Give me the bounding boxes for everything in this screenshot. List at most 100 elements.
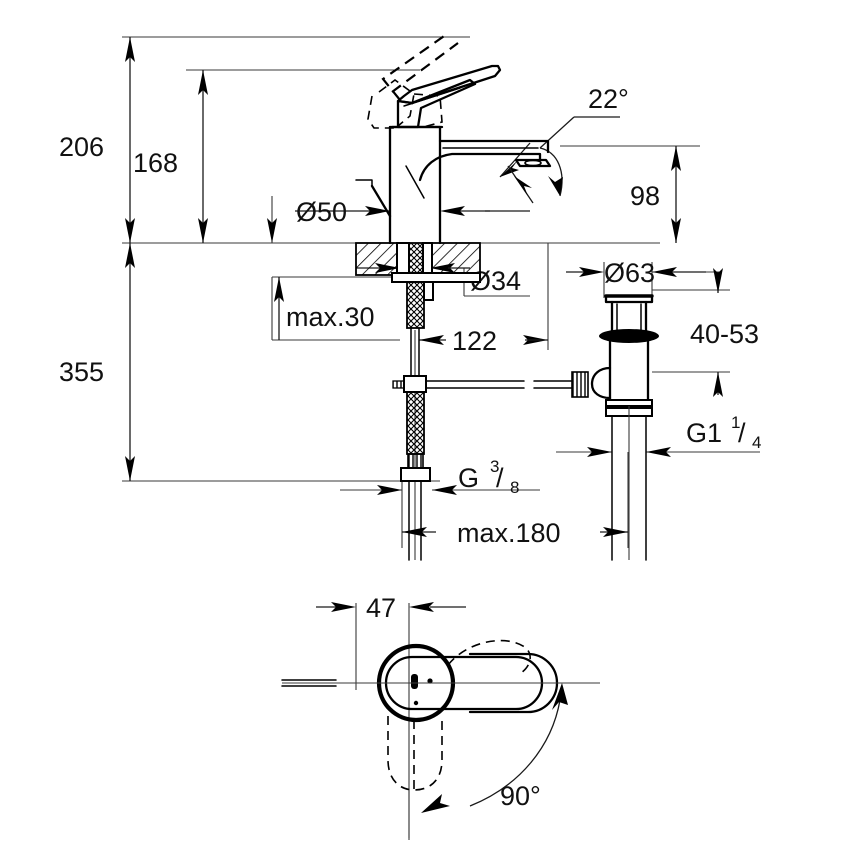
arrow-dia50-down [267,218,277,243]
thread-label-g114-main: G1 [686,418,722,448]
arrow-90-top [552,683,568,710]
arrow-g38-right [432,485,457,495]
shank-thread-lower [406,281,425,329]
shank-nut-tab [423,281,434,301]
dimension-max180: max.180 [402,518,628,548]
spout-outlet-leaders [499,142,534,204]
linkage-pivot-block [403,375,427,393]
spout-shadow-line [405,165,425,199]
dim-label-98: 98 [630,181,660,211]
arrow-max180-right [603,527,628,537]
spout-aerator-ring [524,159,542,167]
dim-label-206: 206 [59,132,104,162]
arrow-dia50-left [440,206,465,216]
arrow-98-top [671,146,681,171]
flexible-hose-upper [410,327,420,385]
waste-side-port [590,366,612,400]
dimension-47: 47 [316,593,466,838]
dimension-122: 122 [419,326,548,356]
dimension-98: 98 [630,146,681,243]
hose-ferrule [407,453,424,469]
arrow-168-top [198,70,208,95]
ghost-lever-blade-lower [391,42,459,93]
linkage-thumbscrew [571,371,589,398]
waste-flange-body [604,294,654,304]
plan-lever-inner [384,655,544,711]
arrow-dia50-right [365,206,390,216]
dim-label-355: 355 [59,357,104,387]
plan-view: 47 [281,593,600,840]
dimension-angle-90: 90° [421,683,568,813]
arc-90-degrees [469,699,561,807]
dim-label-dia50: Ø50 [296,197,347,227]
hose-coupling-nut [400,467,431,482]
ghost-lever-knuckle-right [413,93,443,129]
thread-label-g38-num: 3 [490,457,499,476]
arrow-47-right [409,602,434,612]
ghost-lever-blade-upper [381,33,448,101]
shank-thread-upper [408,242,424,274]
plan-lever-slot [411,674,418,689]
arrow-dia63-left [579,267,604,277]
waste-collar-top [605,399,653,407]
arrow-47-left [331,602,356,612]
dim-label-168: 168 [133,148,178,178]
spout-upper-profile [438,139,550,154]
dimension-dia50: Ø50 [267,197,530,243]
dim-label-90-degrees: 90° [500,781,541,811]
thread-label-g38-den: 8 [510,478,519,497]
shank-sleeve [396,242,410,274]
dimension-40-53: 40-53 [690,268,759,397]
arrow-206-top [125,37,135,62]
mounting-shank [391,242,481,329]
lift-rod-stem [370,184,392,218]
shank-washer [391,272,481,283]
ghost-handle-rotated-upper [447,639,531,676]
lever-handle-edge [403,87,461,107]
plan-lever-dot [427,678,433,684]
plan-handle [281,643,600,723]
arrow-outlet-b [514,176,532,196]
shank-sleeve-right [422,242,433,274]
arrow-4053-top [713,268,723,293]
dimension-dia63: Ø63 [566,258,706,288]
faucet-body [388,125,442,245]
thread-label-g38-main: G [458,463,479,493]
dim-label-47: 47 [366,593,396,623]
flexible-hose-lower [400,391,431,561]
faucet-spout [405,139,552,199]
dim-label-max180: max.180 [457,518,561,548]
arrow-dia63-right [652,267,677,277]
arrow-122-left [419,335,444,345]
arrow-22-degrees [548,176,563,196]
arrow-168-bottom [198,218,208,243]
dimension-angle-22: 22° [539,84,629,197]
dim-label-dia63: Ø63 [604,258,655,288]
lever-handle-raised-ghost [367,33,459,129]
counter-top-section [355,242,481,276]
arrow-4053-bottom [713,372,723,397]
thread-label-g114-den: 4 [752,433,761,452]
linkage-screw [392,380,405,389]
thread-label-g114: G1 1 / 4 [587,413,761,457]
thread-label-g38: G 3 / 8 [377,457,519,497]
arrow-98-bottom [671,218,681,243]
arrow-90-bottom [421,794,450,813]
arrow-g114-right [646,447,671,457]
arrow-206-bottom [125,218,135,243]
dim-label-40-53: 40-53 [690,319,759,349]
hose-braided-section [406,391,425,455]
waste-gasket-ring [599,329,659,343]
ghost-lever-left-edge [367,95,398,129]
dim-label-max30: max.30 [286,302,375,332]
elevation-view: 206 168 355 [59,33,761,561]
lift-rod-knob [355,179,373,187]
popup-lift-rod [355,179,392,218]
arc-22-degrees [539,147,563,197]
dimension-max30: max.30 [274,277,375,340]
arrow-max30-top [274,277,284,302]
arrow-355-bottom [125,456,135,481]
plan-lever-dot-2 [413,700,419,706]
